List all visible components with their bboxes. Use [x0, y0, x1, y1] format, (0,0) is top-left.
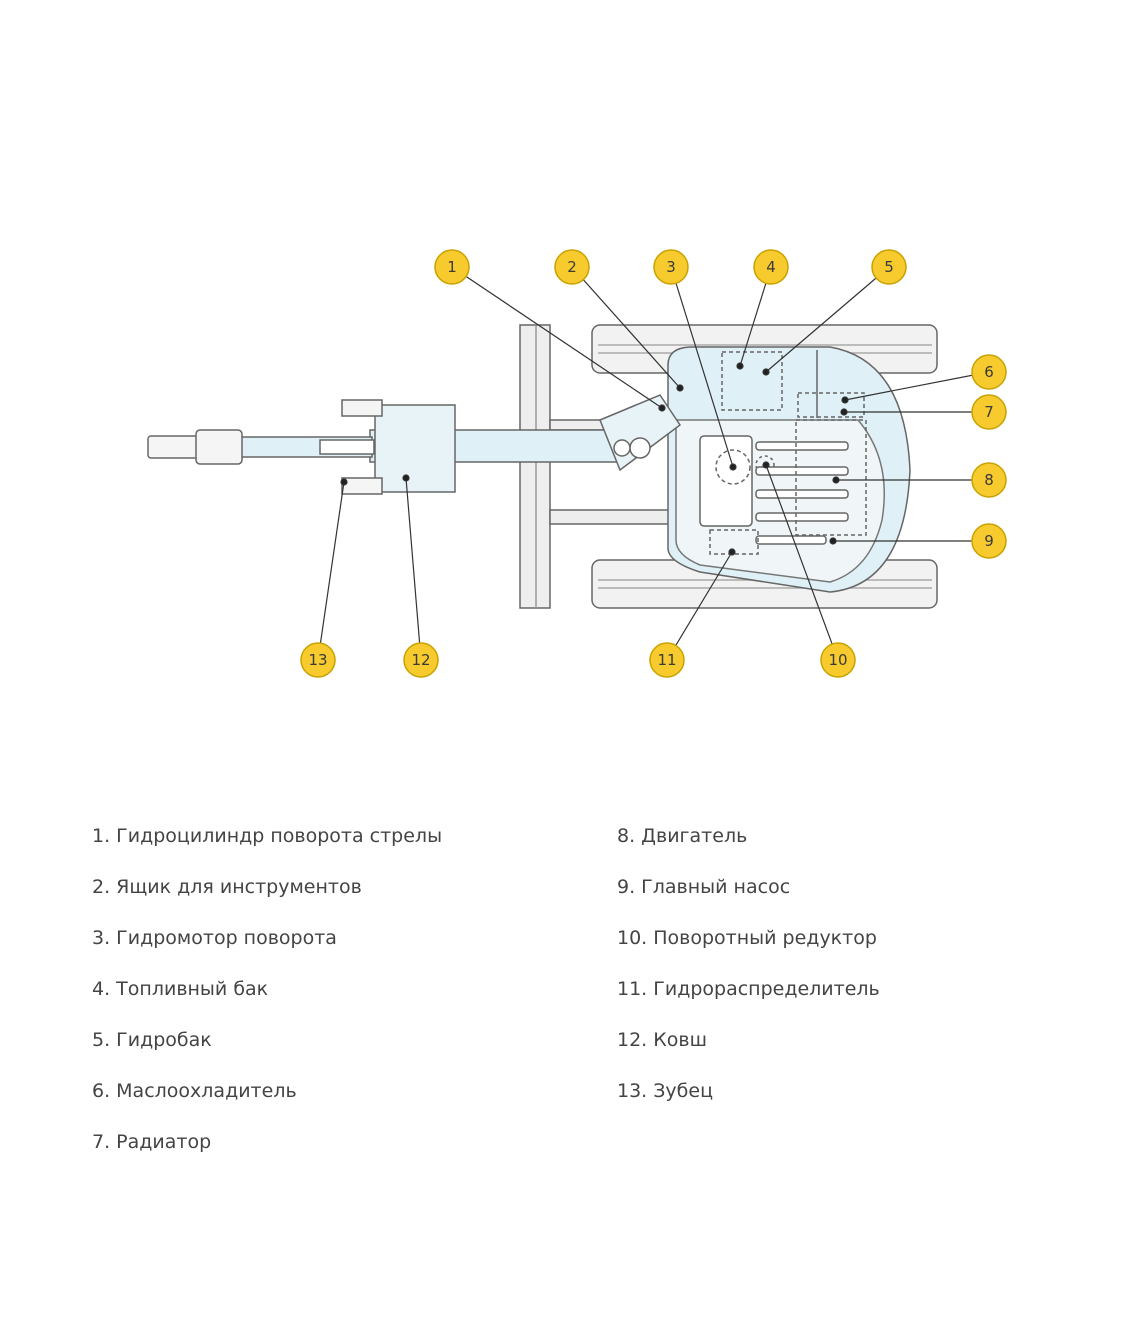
callout-1: 1 — [434, 249, 470, 285]
callout-number: 3 — [666, 258, 676, 276]
callout-circle — [649, 642, 685, 678]
legend-column-right: 8. Двигатель 9. Главный насос 10. Поворо… — [617, 820, 880, 1126]
callout-10: 10 — [820, 642, 856, 678]
callout-circle — [971, 523, 1007, 559]
callout-6: 6 — [971, 354, 1007, 390]
callout-13: 13 — [300, 642, 336, 678]
callout-9: 9 — [971, 523, 1007, 559]
excavator-drawing — [147, 324, 938, 609]
callout-number: 2 — [567, 258, 577, 276]
callout-11: 11 — [649, 642, 685, 678]
callout-8: 8 — [971, 462, 1007, 498]
callout-circle — [753, 249, 789, 285]
legend-item: 6. Маслоохладитель — [92, 1080, 297, 1102]
callout-number: 12 — [411, 651, 430, 669]
legend-item: 12. Ковш — [617, 1029, 707, 1051]
callout-number: 7 — [984, 403, 994, 421]
radiator-box — [797, 392, 865, 418]
engine-fins — [755, 441, 849, 545]
boom — [369, 394, 682, 493]
callout-number: 10 — [828, 651, 847, 669]
callout-circle — [820, 642, 856, 678]
callout-4: 4 — [753, 249, 789, 285]
legend-item: 4. Топливный бак — [92, 978, 269, 1000]
callout-number: 13 — [308, 651, 327, 669]
callout-circle — [403, 642, 439, 678]
legend-item: 5. Гидробак — [92, 1029, 212, 1051]
callout-7: 7 — [971, 394, 1007, 430]
legend-item: 13. Зубец — [617, 1080, 714, 1102]
callout-12: 12 — [403, 642, 439, 678]
callout-circle — [434, 249, 470, 285]
callout-number: 4 — [766, 258, 776, 276]
fuel-tank-box — [721, 351, 783, 411]
callout-circle — [653, 249, 689, 285]
legend-column-left: 1. Гидроцилиндр поворота стрелы 2. Ящик … — [92, 820, 442, 1177]
callout-3: 3 — [653, 249, 689, 285]
control-valve-box — [709, 529, 759, 555]
callout-number: 1 — [447, 258, 457, 276]
callout-number: 11 — [657, 651, 676, 669]
bucket — [341, 399, 383, 495]
callout-circle — [971, 354, 1007, 390]
arm — [147, 429, 375, 465]
callout-number: 9 — [984, 532, 994, 550]
legend-item: 8. Двигатель — [617, 825, 748, 847]
legend-item: 2. Ящик для инструментов — [92, 876, 362, 898]
legend-item: 11. Гидрораспределитель — [617, 978, 880, 1000]
callout-circle — [300, 642, 336, 678]
legend-item: 3. Гидромотор поворота — [92, 927, 337, 949]
dozer-blade — [519, 324, 671, 609]
legend-item: 1. Гидроцилиндр поворота стрелы — [92, 825, 443, 847]
callout-number: 6 — [984, 363, 994, 381]
callout-circle — [971, 462, 1007, 498]
legend-item: 7. Радиатор — [92, 1131, 212, 1153]
callout-5: 5 — [871, 249, 907, 285]
callout-circle — [554, 249, 590, 285]
callout-number: 5 — [884, 258, 894, 276]
engine-box — [699, 435, 775, 527]
callout-circle — [971, 394, 1007, 430]
legend-item: 10. Поворотный редуктор — [617, 927, 877, 949]
callout-2: 2 — [554, 249, 590, 285]
leader-lines — [317, 266, 990, 661]
legend-item: 9. Главный насос — [617, 876, 791, 898]
engine-outline — [795, 419, 867, 536]
callout-circle — [871, 249, 907, 285]
callout-number: 8 — [984, 471, 994, 489]
